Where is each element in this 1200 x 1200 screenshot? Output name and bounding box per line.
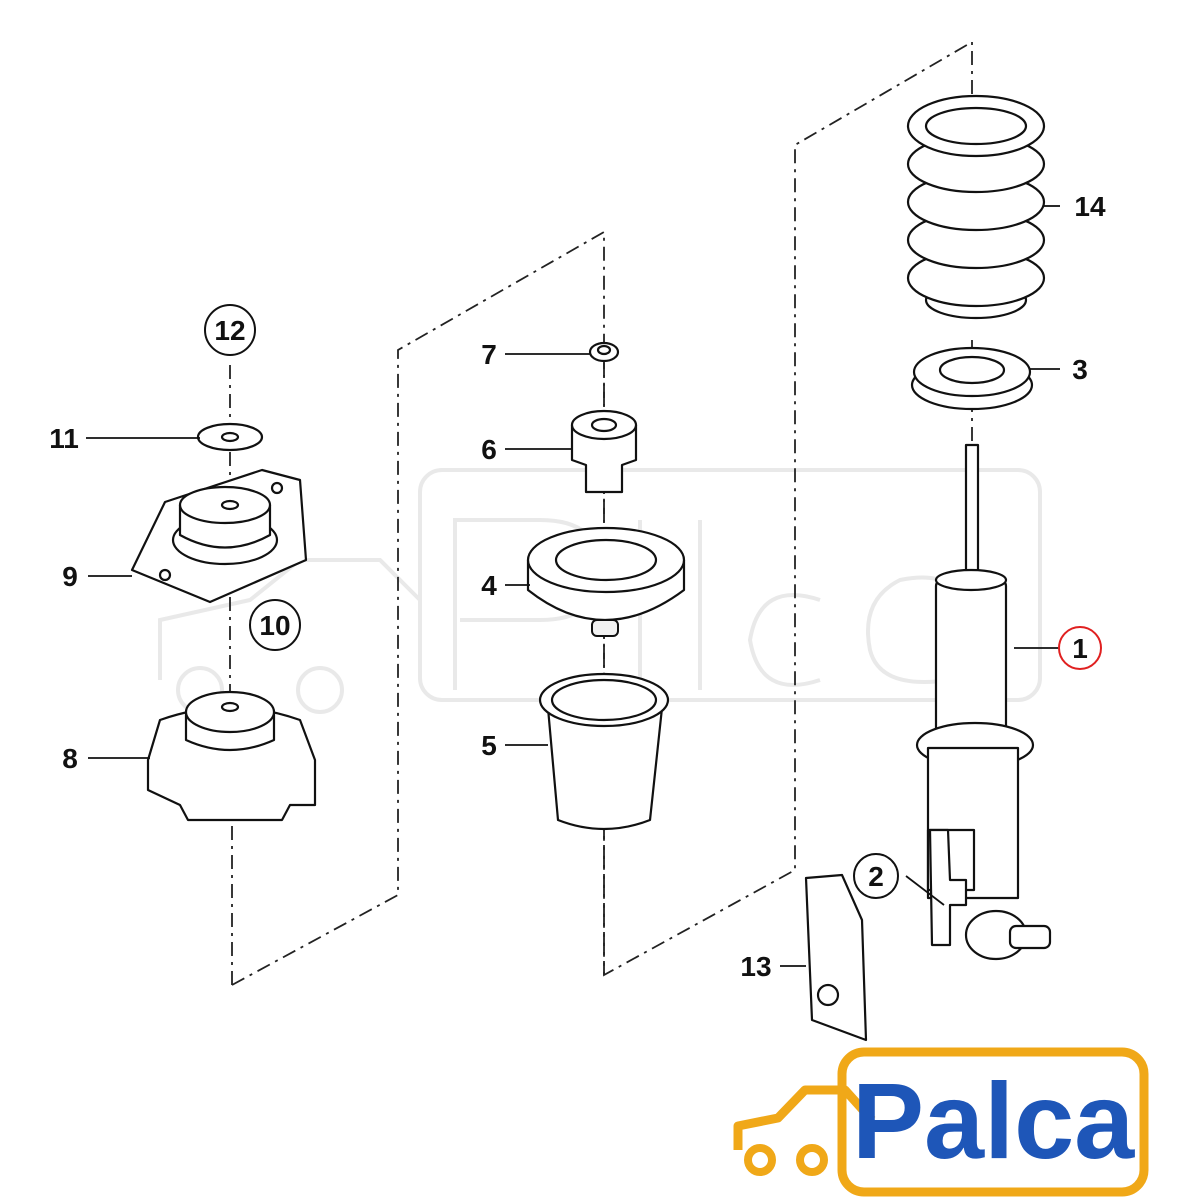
dust-boot-part bbox=[538, 672, 670, 831]
callout-12: 12 bbox=[214, 315, 245, 346]
washer-part bbox=[196, 422, 264, 452]
callout-numbers: 1 2 3 4 5 6 7 8 9 10 11 12 13 14 bbox=[49, 191, 1106, 982]
assembly-dashed-lines bbox=[229, 40, 973, 986]
support-ring-part bbox=[526, 526, 686, 637]
strut-bearing-part bbox=[146, 690, 317, 822]
circle-10 bbox=[249, 599, 301, 651]
callout-3: 3 bbox=[1072, 354, 1088, 385]
callout-14: 14 bbox=[1074, 191, 1106, 222]
palca-logo: Palca bbox=[733, 1047, 1149, 1197]
logo-text: Palca bbox=[852, 1060, 1135, 1181]
circle-12 bbox=[204, 304, 256, 356]
logo-frame bbox=[837, 1047, 1149, 1197]
cover-plate-part bbox=[804, 873, 868, 1042]
callout-6: 6 bbox=[481, 434, 497, 465]
circle-2 bbox=[853, 853, 899, 899]
shock-absorber-part bbox=[915, 443, 1052, 961]
bracket-part bbox=[928, 828, 968, 947]
bump-stop-part bbox=[570, 409, 638, 494]
callout-8: 8 bbox=[62, 743, 78, 774]
callout-5: 5 bbox=[481, 730, 497, 761]
callout-10: 10 bbox=[259, 610, 290, 641]
nut-part bbox=[588, 341, 620, 363]
callout-4: 4 bbox=[481, 570, 497, 601]
highlight-circle-1 bbox=[1058, 626, 1102, 670]
callout-1: 1 bbox=[1072, 633, 1088, 664]
coil-spring-part bbox=[906, 94, 1046, 320]
callout-13: 13 bbox=[740, 951, 771, 982]
callout-11: 11 bbox=[49, 423, 79, 454]
callout-2: 2 bbox=[868, 861, 884, 892]
callout-9: 9 bbox=[62, 561, 78, 592]
strut-mount-part bbox=[130, 468, 308, 604]
callout-leaders bbox=[86, 205, 1060, 967]
spring-pad-part bbox=[910, 346, 1034, 411]
callout-circles bbox=[204, 304, 1102, 899]
car-icon bbox=[733, 1085, 876, 1176]
callout-7: 7 bbox=[481, 339, 497, 370]
